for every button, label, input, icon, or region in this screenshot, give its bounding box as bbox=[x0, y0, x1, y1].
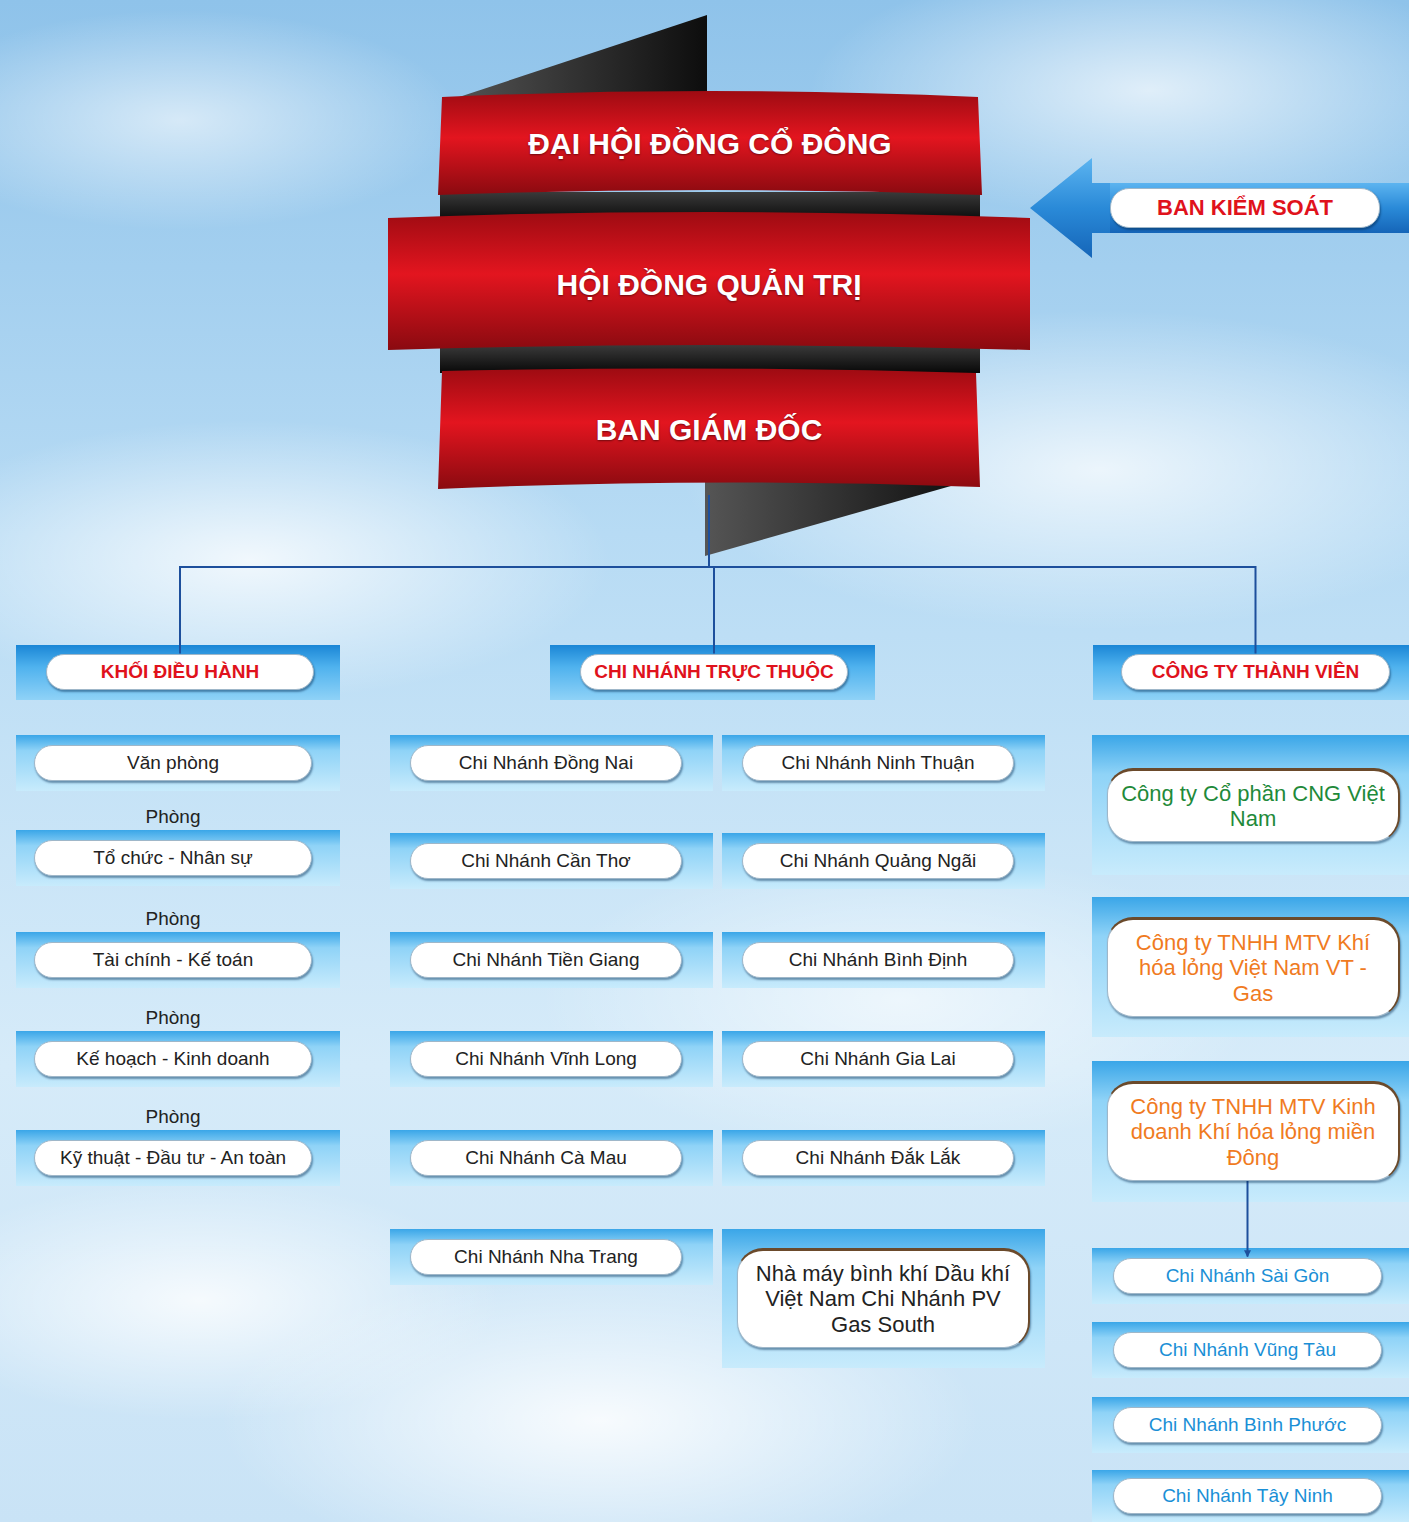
pill-label: BAN KIỂM SOÁT bbox=[1121, 195, 1369, 221]
pill-label: Chi Nhánh Cà Mau bbox=[421, 1147, 671, 1170]
pill-box: Công ty TNHH MTV Kinh doanh Khí hóa lỏng… bbox=[1107, 1081, 1400, 1181]
tree-connector bbox=[180, 495, 709, 654]
department-item: Phòng Tổ chức - Nhân sự bbox=[34, 806, 312, 877]
pill-box: Chi Nhánh Vĩnh Long bbox=[410, 1041, 682, 1078]
tree-connector bbox=[1247, 1181, 1249, 1257]
pill-box: Chi Nhánh Cà Mau bbox=[410, 1140, 682, 1177]
pill-label: CHI NHÁNH TRỰC THUỘC bbox=[591, 661, 837, 684]
band-title: HỘI ĐỒNG QUẢN TRỊ bbox=[557, 268, 862, 302]
department-item: Phòng Kỹ thuật - Đầu tư - An toàn bbox=[34, 1106, 312, 1177]
pill-label: Chi Nhánh Cần Thơ bbox=[421, 850, 671, 873]
department-item: PhòngTài chính - Kế toán bbox=[34, 908, 312, 979]
pill-box: Chi Nhánh Bình Phước bbox=[1113, 1407, 1382, 1444]
pill-label: Công ty Cổ phần CNG Việt Nam bbox=[1120, 781, 1386, 832]
department-heading: Phòng bbox=[34, 908, 312, 930]
department-heading: Phòng bbox=[34, 1007, 312, 1029]
department-heading: Phòng bbox=[34, 806, 312, 828]
ribbon-shape-fill bbox=[438, 368, 980, 489]
ribbon-band: HỘI ĐỒNG QUẢN TRỊ bbox=[388, 200, 1030, 355]
pill-label: Chi Nhánh Tây Ninh bbox=[1124, 1485, 1371, 1508]
pill-label: Công ty TNHH MTV Khí hóa lỏng Việt Nam V… bbox=[1120, 930, 1386, 1006]
ribbon-band: BAN GIÁM ĐỐC bbox=[438, 365, 980, 495]
pill-label: Chi Nhánh Bình Phước bbox=[1124, 1414, 1371, 1437]
pill-label: Chi Nhánh Gia Lai bbox=[753, 1048, 1003, 1071]
ribbon-fold bbox=[705, 480, 972, 556]
pill-label: Chi Nhánh Tiền Giang bbox=[421, 949, 671, 972]
pill-box: Văn phòng bbox=[34, 745, 312, 782]
pill-box: Nhà máy bình khí Dầu khí Việt Nam Chi Nh… bbox=[737, 1248, 1030, 1348]
pill-box: Chi Nhánh Tiền Giang bbox=[410, 942, 682, 979]
pill-box: Chi Nhánh Tây Ninh bbox=[1113, 1478, 1382, 1515]
band-title: ĐẠI HỘI ĐỒNG CỔ ĐÔNG bbox=[528, 127, 891, 161]
pill-label: Tổ chức - Nhân sự bbox=[34, 840, 312, 877]
pill-box: KHỐI ĐIỀU HÀNH bbox=[46, 654, 314, 691]
tree-connector bbox=[709, 495, 1256, 654]
pill-box: Chi Nhánh Vũng Tàu bbox=[1113, 1332, 1382, 1369]
pill-box: Chi Nhánh Ninh Thuận bbox=[742, 745, 1014, 782]
pill-box: Công ty TNHH MTV Khí hóa lỏng Việt Nam V… bbox=[1107, 917, 1400, 1017]
pill-label: Chi Nhánh Quảng Ngãi bbox=[753, 850, 1003, 873]
pill-box: CÔNG TY THÀNH VIÊN bbox=[1121, 654, 1390, 691]
ribbon-shape-fill bbox=[438, 91, 982, 195]
pill-label: Nhà máy bình khí Dầu khí Việt Nam Chi Nh… bbox=[750, 1261, 1016, 1337]
department-item: Phòng Kế hoạch - Kinh doanh bbox=[34, 1007, 312, 1078]
pill-box: Chi Nhánh Đắk Lắk bbox=[742, 1140, 1014, 1177]
pill-label: Tài chính - Kế toán bbox=[34, 942, 312, 979]
pill-box: Chi Nhánh Quảng Ngãi bbox=[742, 843, 1014, 880]
pill-label: Văn phòng bbox=[45, 752, 301, 775]
pill-label: Kỹ thuật - Đầu tư - An toàn bbox=[34, 1140, 312, 1177]
department-heading: Phòng bbox=[34, 1106, 312, 1128]
pill-box: BAN KIỂM SOÁT bbox=[1110, 188, 1380, 228]
pill-label: Chi Nhánh Bình Định bbox=[753, 949, 1003, 972]
arrow-shaft bbox=[1100, 183, 1409, 233]
pill-label: Chi Nhánh Đồng Nai bbox=[421, 752, 671, 775]
pill-label: CÔNG TY THÀNH VIÊN bbox=[1132, 661, 1379, 684]
pill-label: Chi Nhánh Nha Trang bbox=[421, 1246, 671, 1269]
ribbon-shape-fill bbox=[388, 212, 1030, 350]
pill-box: Chi Nhánh Bình Định bbox=[742, 942, 1014, 979]
pill-label: Chi Nhánh Vĩnh Long bbox=[421, 1048, 671, 1071]
pill-label: Chi Nhánh Đắk Lắk bbox=[753, 1147, 1003, 1170]
band-title: BAN GIÁM ĐỐC bbox=[596, 413, 823, 447]
pill-label: Chi Nhánh Sài Gòn bbox=[1124, 1265, 1371, 1288]
pill-box: Chi Nhánh Đồng Nai bbox=[410, 745, 682, 782]
pill-label: Kế hoạch - Kinh doanh bbox=[34, 1041, 312, 1078]
pill-label: Chi Nhánh Ninh Thuận bbox=[753, 752, 1003, 775]
ribbon-fold bbox=[450, 15, 707, 100]
pill-box: Chi Nhánh Sài Gòn bbox=[1113, 1258, 1382, 1295]
pill-box: Chi Nhánh Gia Lai bbox=[742, 1041, 1014, 1078]
block-arrow bbox=[1030, 158, 1110, 258]
pill-label: KHỐI ĐIỀU HÀNH bbox=[57, 661, 303, 684]
pill-box: Công ty Cổ phần CNG Việt Nam bbox=[1107, 768, 1400, 843]
ribbon-band: ĐẠI HỘI ĐỒNG CỔ ĐÔNG bbox=[438, 85, 982, 203]
pill-label: Công ty TNHH MTV Kinh doanh Khí hóa lỏng… bbox=[1120, 1094, 1386, 1170]
pill-box: CHI NHÁNH TRỰC THUỘC bbox=[580, 654, 848, 691]
pill-box: Chi Nhánh Cần Thơ bbox=[410, 843, 682, 880]
pill-box: Chi Nhánh Nha Trang bbox=[410, 1239, 682, 1276]
pill-label: Chi Nhánh Vũng Tàu bbox=[1124, 1339, 1371, 1362]
